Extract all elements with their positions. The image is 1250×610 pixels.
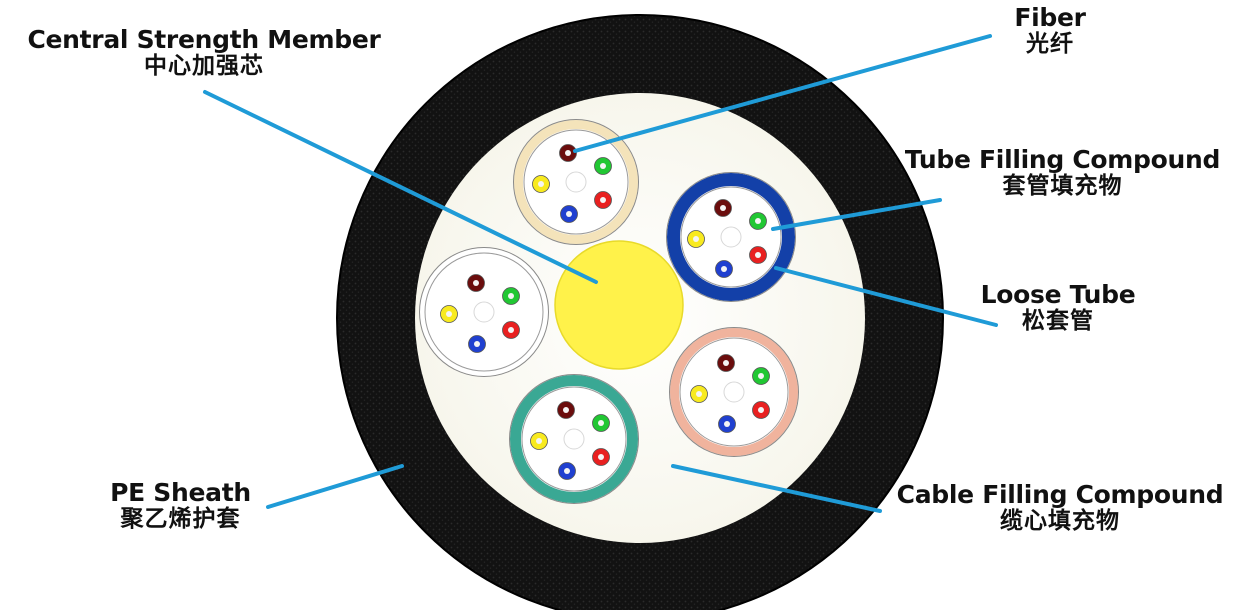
leader-lines [203, 34, 998, 513]
tube-filling-compound [720, 226, 742, 248]
label-fiber-zh: 光纤 [1026, 31, 1074, 57]
loose-tube [666, 172, 796, 302]
label-pe-sheath-en: PE Sheath [110, 478, 251, 507]
fiber-core [758, 407, 764, 413]
fiber-core [538, 181, 544, 187]
label-tube-filling-compound: Tube Filling Compound 套管填充物 [890, 146, 1235, 200]
fiber-core [598, 420, 604, 426]
fiber-core [693, 236, 699, 242]
fiber-core [720, 205, 726, 211]
label-tube-filling-compound-en: Tube Filling Compound [904, 145, 1221, 174]
loose-tube-outline [419, 247, 549, 377]
fiber-core [536, 438, 542, 444]
fiber-core [723, 360, 729, 366]
fiber-core [474, 341, 480, 347]
fiber-core [565, 150, 571, 156]
fiber-core [755, 218, 761, 224]
loose-tube [669, 327, 799, 457]
fiber-core [564, 468, 570, 474]
fiber-core [508, 327, 514, 333]
label-tube-filling-compound-zh: 套管填充物 [1002, 173, 1123, 199]
fiber-core [508, 293, 514, 299]
loose-tube [419, 247, 549, 377]
label-central-strength-member-en: Central Strength Member [27, 25, 381, 54]
loose-tube [509, 374, 639, 504]
label-loose-tube: Loose Tube 松套管 [958, 281, 1158, 335]
fiber-core [563, 407, 569, 413]
tube-filling-compound [473, 301, 495, 323]
label-fiber: Fiber 光纤 [990, 4, 1110, 58]
fiber-core [446, 311, 452, 317]
fiber-core [600, 197, 606, 203]
loose-tube-inner-outline [679, 337, 789, 447]
label-pe-sheath: PE Sheath 聚乙烯护套 [78, 479, 283, 533]
loose-tube [513, 119, 639, 245]
fiber-core [566, 211, 572, 217]
loose-tube-outline [509, 374, 639, 504]
leader-line-central-strength-member [203, 90, 598, 284]
fiber-core [721, 266, 727, 272]
fiber-core [598, 454, 604, 460]
label-loose-tube-en: Loose Tube [980, 280, 1136, 309]
fiber-core [755, 252, 761, 258]
label-central-strength-member-zh: 中心加强芯 [144, 53, 264, 79]
fiber-core [696, 391, 702, 397]
label-cable-filling-compound-en: Cable Filling Compound [896, 480, 1224, 509]
loose-tube-outline [513, 119, 639, 245]
fiber-core [724, 421, 730, 427]
label-cable-filling-compound: Cable Filling Compound 缆心填充物 [880, 481, 1240, 535]
leader-line-fiber [573, 34, 992, 153]
central-strength-member [554, 240, 684, 370]
loose-tube-inner-outline [523, 129, 629, 235]
tube-filling-compound [563, 428, 585, 450]
fiber-core [473, 280, 479, 286]
loose-tube-inner-outline [424, 252, 544, 372]
leader-line-pe-sheath [266, 464, 404, 509]
fiber-core [600, 163, 606, 169]
loose-tube-outline [666, 172, 796, 302]
loose-tube-outline [669, 327, 799, 457]
loose-tube-inner-outline [521, 386, 627, 492]
label-loose-tube-zh: 松套管 [1022, 308, 1094, 334]
leader-line-loose-tube [774, 266, 998, 327]
leader-line-cable-filling-compound [671, 464, 882, 513]
label-cable-filling-compound-zh: 缆心填充物 [1000, 508, 1120, 534]
label-central-strength-member: Central Strength Member 中心加强芯 [8, 26, 400, 80]
loose-tube-inner-outline [680, 186, 782, 288]
leader-line-tube-filling-compound [771, 198, 942, 231]
label-pe-sheath-zh: 聚乙烯护套 [120, 506, 241, 532]
label-fiber-en: Fiber [1014, 3, 1086, 32]
fiber-core [758, 373, 764, 379]
tube-filling-compound [723, 381, 745, 403]
tube-filling-compound [565, 171, 587, 193]
